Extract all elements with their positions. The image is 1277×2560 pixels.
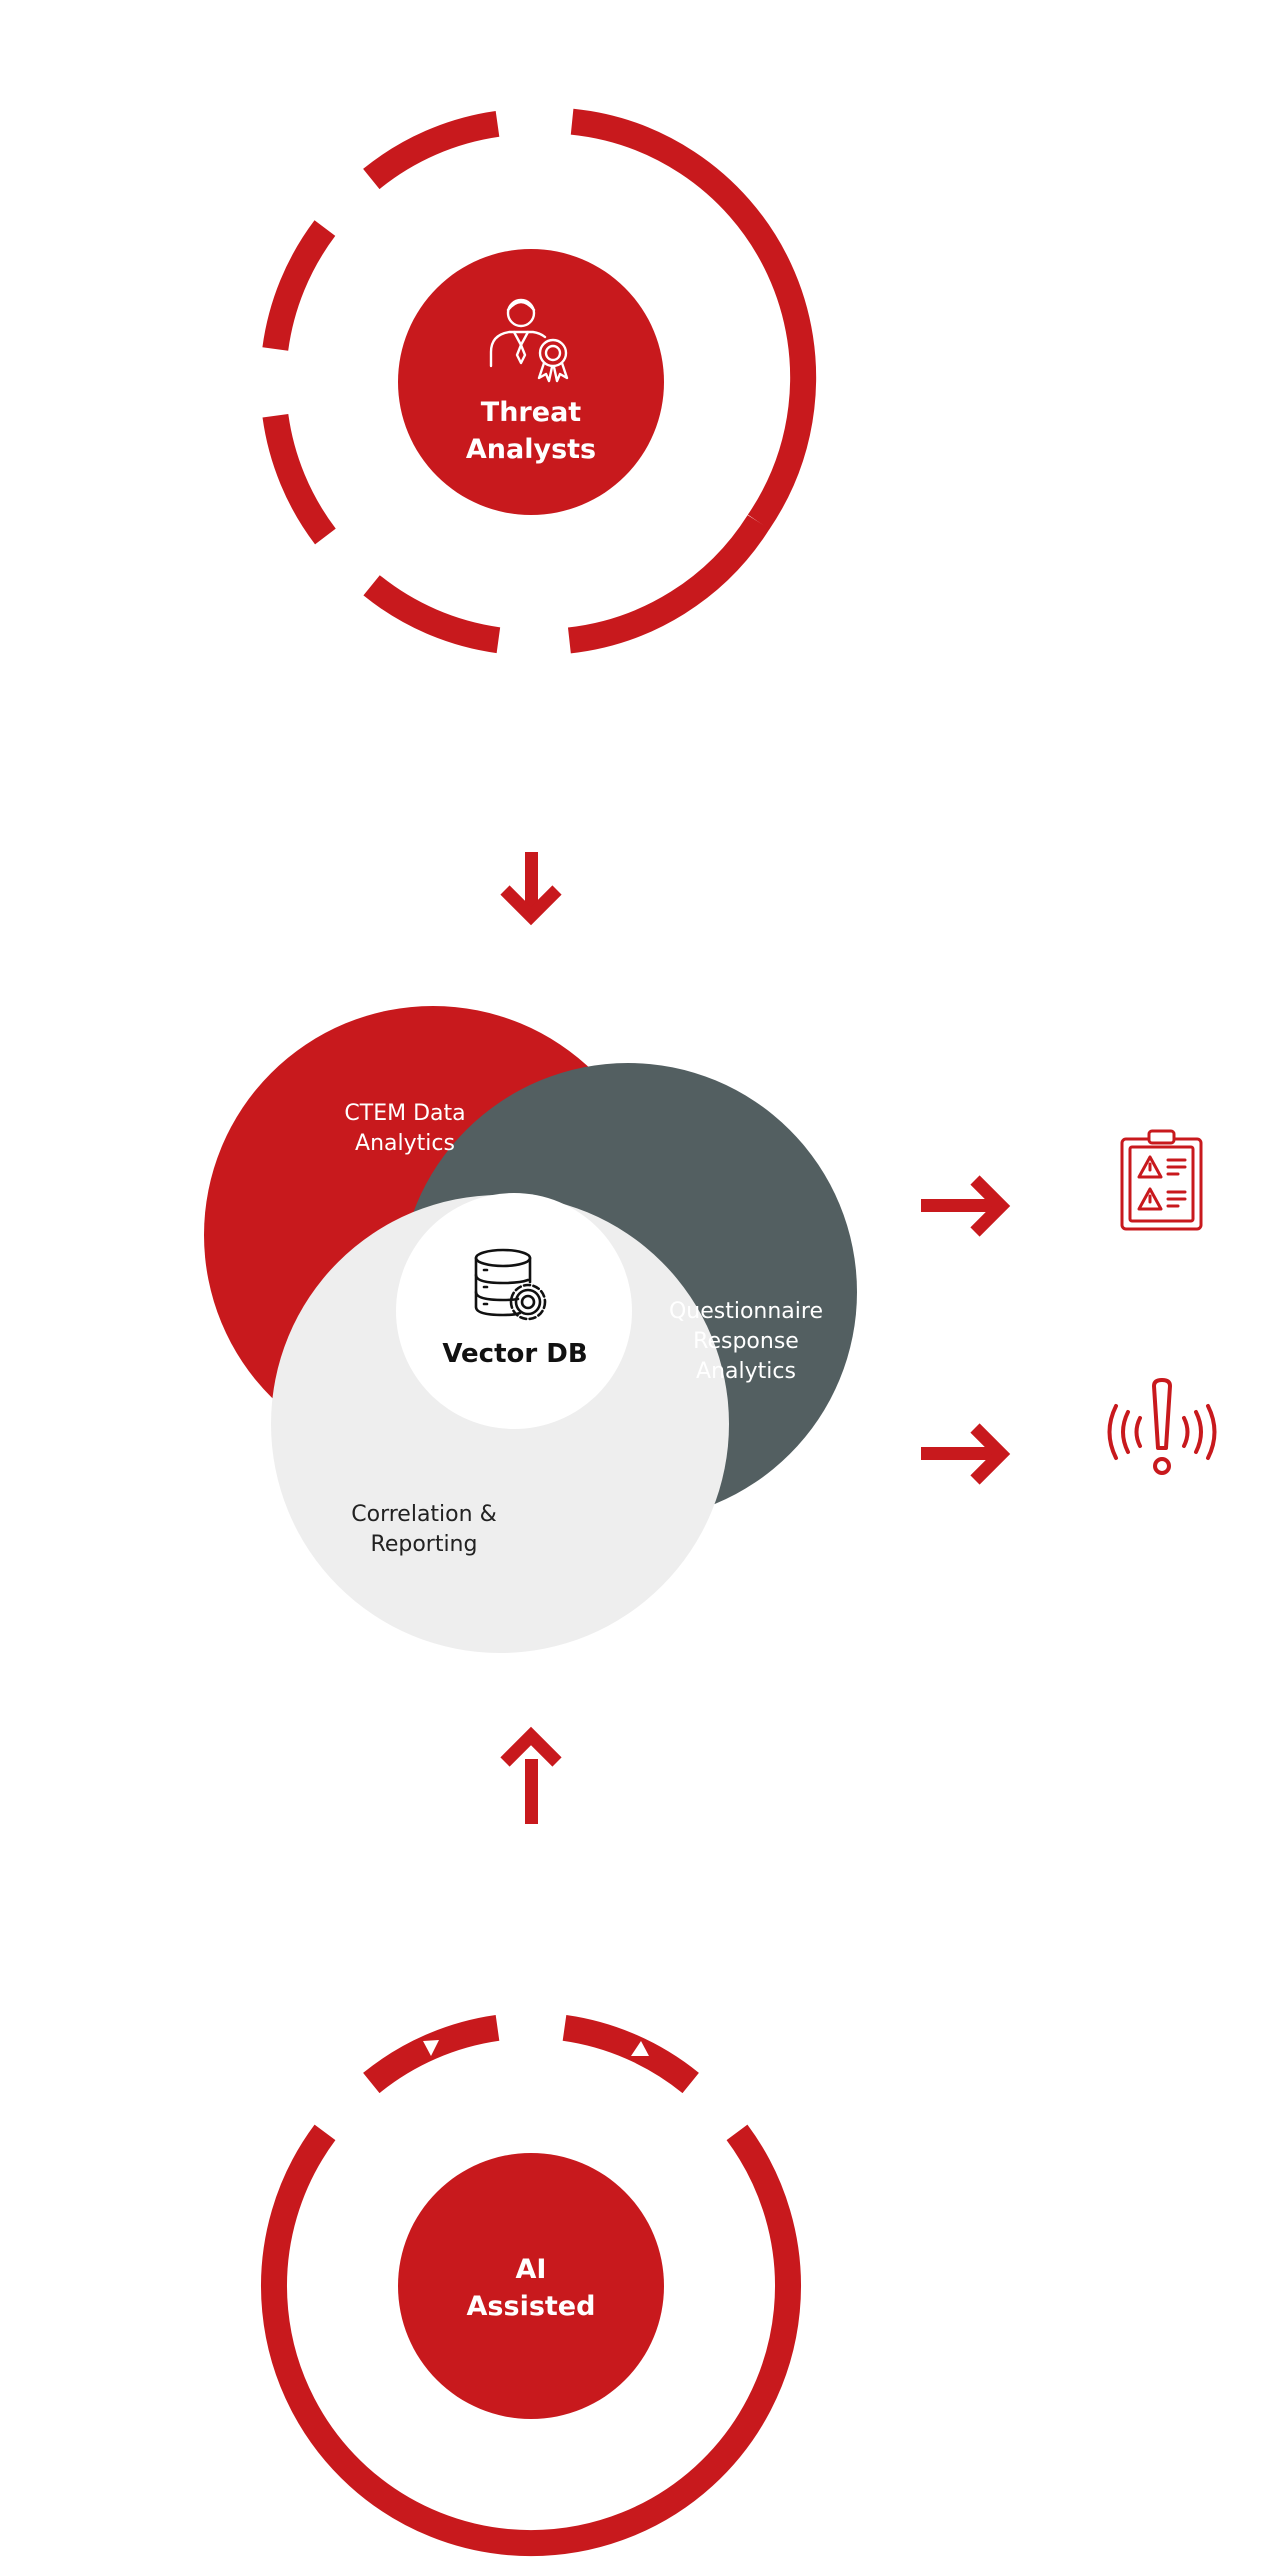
- top-hub-segmented-ring: [262, 108, 817, 654]
- arrow-right-icon: [921, 1175, 1011, 1237]
- arrow-right-icon: [921, 1423, 1011, 1485]
- top-hub-label-line1: Threat: [481, 397, 581, 428]
- top-ring-segment-bottom-left: [363, 575, 501, 654]
- vector-db-label: Vector DB: [442, 1339, 587, 1369]
- bottom-ring-segment-main: [261, 2124, 801, 2557]
- venn-gray-label-line1: Correlation &: [351, 1502, 496, 1527]
- venn-gray-label-line2: Reporting: [371, 1532, 478, 1557]
- venn-red-label-line2: Analytics: [355, 1131, 455, 1156]
- arrow-down-icon: [500, 852, 562, 926]
- bottom-hub-label-line1: AI: [516, 2254, 547, 2285]
- bottom-hub-label-line2: Assisted: [467, 2291, 596, 2322]
- venn-cluster: CTEM Data Analytics Questionnaire Respon…: [204, 1006, 857, 1653]
- alert-signal-icon: [1107, 1378, 1217, 1475]
- bottom-ring-segment-top-right: [562, 2015, 699, 2094]
- bottom-hub: AI Assisted: [261, 2015, 801, 2557]
- analyst-with-award-icon: [489, 298, 569, 383]
- bottom-ring-notch-left: [423, 2040, 439, 2056]
- top-hub: Threat Analysts: [262, 108, 817, 654]
- bottom-ring-notch-right: [631, 2041, 649, 2056]
- venn-red-label-line1: CTEM Data: [344, 1101, 465, 1126]
- bottom-ring-segment-top-left: [363, 2015, 500, 2094]
- bottom-hub-circle: [398, 2153, 664, 2419]
- top-ring-segment-lower-right: [567, 514, 770, 654]
- arrow-up-icon: [500, 1726, 562, 1824]
- venn-slate-label-line1: Questionnaire: [669, 1299, 823, 1324]
- database-gear-icon: [474, 1248, 547, 1321]
- venn-slate-label-line2: Response: [693, 1329, 799, 1354]
- top-ring-segment-right: [570, 108, 817, 530]
- top-ring-segment-left-lower: [262, 413, 336, 545]
- top-hub-label-line2: Analysts: [466, 434, 596, 465]
- top-ring-segment-left-upper: [262, 220, 336, 351]
- top-ring-segment-top-left: [363, 111, 500, 190]
- venn-slate-label-line3: Analytics: [696, 1359, 796, 1384]
- clipboard-warning-icon: [1120, 1129, 1203, 1231]
- top-hub-circle: [398, 249, 664, 515]
